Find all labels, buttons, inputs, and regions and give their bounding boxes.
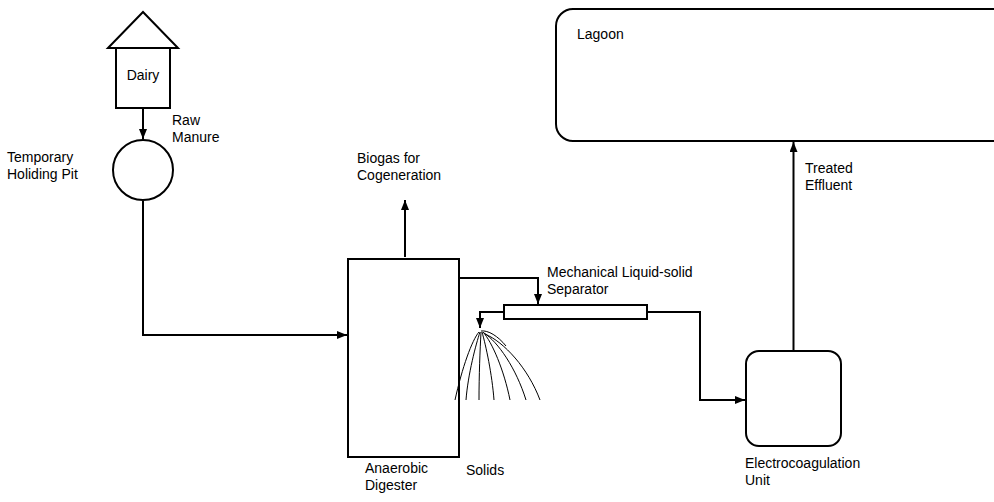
edge-label-slot: Raw Manure [172, 112, 232, 146]
node-label: Temporary Holiding Pit [7, 149, 107, 183]
circle-outline [113, 140, 173, 200]
separator-unit: Mechanical Liquid-solid Separator [503, 304, 648, 320]
solids-stroke [484, 333, 526, 400]
flow-arrow [480, 312, 503, 328]
solids-stroke [485, 334, 540, 400]
flow-arrow [460, 278, 538, 304]
digester-tank: Anaerobic Digester [347, 258, 460, 458]
flow-arrow [648, 312, 745, 400]
solids-stroke [483, 332, 510, 400]
circle-outline [112, 139, 174, 201]
text-slot: Electrocoagulation Unit [745, 455, 885, 489]
node-label: Anaerobic Digester [365, 460, 455, 494]
solids-pile: Solids [452, 328, 544, 402]
lagoon-basin: Lagoon [555, 8, 994, 142]
node-label: Dairy [107, 67, 179, 84]
text-slot: Dairy [107, 67, 179, 84]
pile-outline [452, 328, 544, 402]
text-slot: Lagoon [577, 26, 624, 43]
text-slot: Mechanical Liquid-solid Separator [547, 264, 727, 298]
node-label: Electrocoagulation Unit [745, 455, 885, 489]
solids-stroke [481, 331, 506, 346]
edge-label-slot: Treated Effluent [805, 160, 873, 194]
electrocoagulation-box: Electrocoagulation Unit [745, 350, 842, 447]
text-slot: Solids [466, 462, 526, 479]
node-label: Lagoon [577, 26, 624, 43]
flow-label: Raw Manure [172, 112, 232, 146]
node-label: Solids [466, 462, 526, 479]
text-slot: Temporary Holiding Pit [7, 149, 107, 183]
dairy-building: Dairy [107, 11, 179, 109]
solids-stroke [479, 332, 481, 400]
flow-arrow [142, 109, 144, 139]
output-label: Biogas for Cogeneration [357, 150, 457, 184]
solids-stroke [482, 332, 494, 400]
house-outline [107, 11, 179, 109]
solids-stroke [466, 332, 480, 400]
text-slot: Anaerobic Digester [365, 460, 455, 494]
flow-arrow [793, 142, 795, 350]
house-outline [108, 12, 178, 108]
holding-pit: Temporary Holiding Pit [112, 139, 174, 201]
node-label: Mechanical Liquid-solid Separator [547, 264, 727, 298]
biogas-arrow [404, 200, 406, 257]
flow-label: Treated Effluent [805, 160, 873, 194]
solids-stroke [455, 332, 479, 400]
flow-arrow [143, 201, 347, 335]
label-slot: Biogas for Cogeneration [357, 150, 457, 184]
